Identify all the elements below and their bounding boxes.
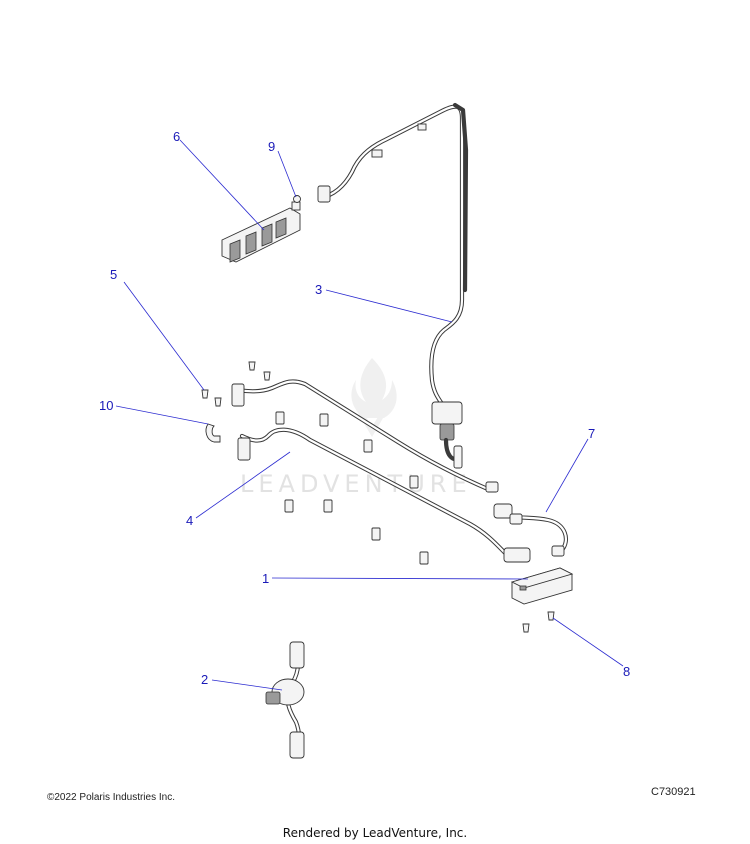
clip-icon: [291, 201, 301, 211]
leader-line-3: [325, 289, 453, 323]
part-3-harness: [317, 102, 469, 469]
callout-9[interactable]: 9: [268, 139, 275, 154]
clip-icon: [519, 585, 527, 591]
watermark-text: LEADVENTURE: [240, 470, 472, 498]
connector-icon: [431, 401, 463, 425]
callout-8[interactable]: 8: [623, 664, 630, 679]
callouts: 6 9 5 10 3 4 7 1 8 2: [99, 129, 630, 687]
clip-icon: [371, 149, 383, 158]
leader-line-5: [123, 281, 205, 391]
clip-icon: [275, 411, 285, 425]
leader-line-10: [115, 405, 209, 425]
part-5-screws: [201, 361, 271, 407]
clip-icon: [371, 527, 381, 541]
callout-3[interactable]: 3: [315, 282, 322, 297]
connector-icon: [551, 545, 565, 557]
clip-icon: [363, 439, 373, 453]
leader-line-9: [277, 150, 297, 198]
connector-icon: [503, 547, 531, 563]
flame-logo-icon: [351, 358, 397, 437]
copyright-text: ©2022 Polaris Industries Inc.: [47, 792, 175, 803]
clip-icon: [419, 551, 429, 565]
leader-line-4: [195, 451, 291, 519]
leader-line-6: [179, 139, 265, 231]
leader-line-1: [271, 577, 529, 580]
part-8-screws: [522, 611, 555, 633]
part-6-relay-block: [221, 201, 301, 263]
connector-icon: [493, 503, 513, 519]
leader-line-8: [552, 617, 624, 667]
leader-lines: [115, 139, 624, 691]
connector-icon: [509, 513, 523, 525]
clip-icon: [323, 499, 333, 513]
callout-2[interactable]: 2: [201, 672, 208, 687]
connector-icon: [289, 731, 305, 759]
connector-icon: [453, 445, 463, 469]
callout-1[interactable]: 1: [262, 571, 269, 586]
callout-10[interactable]: 10: [99, 398, 113, 413]
clip-icon: [409, 475, 419, 489]
connector-icon: [317, 185, 331, 203]
part-9-nut: [293, 195, 301, 203]
clip-icon: [417, 123, 427, 131]
callout-4[interactable]: 4: [186, 513, 193, 528]
connector-icon: [231, 383, 245, 407]
clip-icon: [319, 413, 329, 427]
part-7-harness: [493, 503, 568, 557]
callout-5[interactable]: 5: [110, 267, 117, 282]
part-4-harness: [231, 379, 531, 565]
connector-icon: [265, 691, 281, 705]
connector-icon: [237, 437, 251, 461]
rendered-by-credit: Rendered by LeadVenture, Inc.: [282, 826, 468, 840]
leader-line-7: [545, 438, 589, 513]
connector-icon: [289, 641, 305, 669]
connector-icon: [485, 481, 499, 493]
part-2-actuator: [265, 641, 305, 759]
clip-icon: [284, 499, 294, 513]
callout-7[interactable]: 7: [588, 426, 595, 441]
leader-line-2: [211, 679, 283, 691]
part-1-module: [510, 567, 574, 605]
figure-id: C730921: [651, 786, 696, 798]
watermark: LEADVENTURE: [240, 358, 472, 498]
connector-icon: [439, 423, 455, 441]
callout-6[interactable]: 6: [173, 129, 180, 144]
part-10-bracket: [205, 423, 221, 443]
